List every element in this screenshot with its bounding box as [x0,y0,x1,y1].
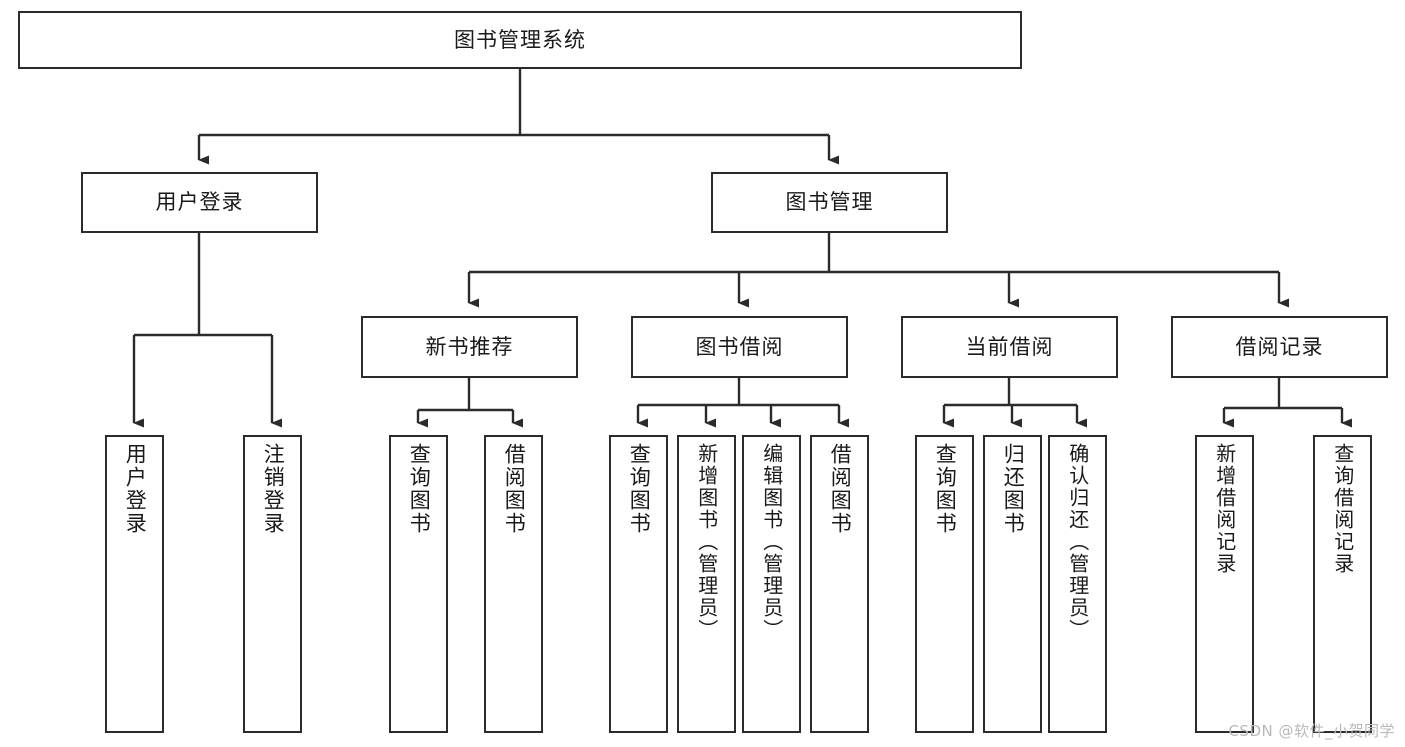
node-current-borrow[interactable]: 当前借阅 [901,316,1118,378]
node-leaf-add-book[interactable]: 新增图书（管理员） [677,435,736,733]
node-leaf-query-book-3-label: 查询图书 [933,443,958,535]
node-leaf-user-logout-label: 注销登录 [261,443,286,535]
node-user-login-label: 用户登录 [155,190,244,215]
node-current-borrow-label: 当前借阅 [965,334,1054,359]
node-leaf-query-book-1[interactable]: 查询图书 [389,435,448,733]
node-borrow-record-label: 借阅记录 [1235,334,1324,359]
csdn-watermark: CSDN @软件_小贺同学 [1228,722,1395,740]
node-root[interactable]: 图书管理系统 [18,11,1022,69]
node-leaf-query-record[interactable]: 查询借阅记录 [1313,435,1372,733]
node-book-borrow[interactable]: 图书借阅 [631,316,848,378]
node-leaf-query-book-2-label: 查询图书 [627,443,652,535]
node-leaf-return-book[interactable]: 归还图书 [983,435,1042,733]
node-leaf-borrow-book-1-label: 借阅图书 [502,443,527,535]
node-book-borrow-label: 图书借阅 [695,334,784,359]
node-leaf-edit-book[interactable]: 编辑图书（管理员） [742,435,801,733]
node-leaf-query-record-label: 查询借阅记录 [1330,443,1355,575]
node-leaf-edit-book-label: 编辑图书（管理员） [759,443,784,641]
node-leaf-user-logout[interactable]: 注销登录 [243,435,302,733]
node-leaf-borrow-book-2-label: 借阅图书 [828,443,853,535]
node-leaf-query-book-1-label: 查询图书 [407,443,432,535]
node-leaf-borrow-book-1[interactable]: 借阅图书 [484,435,543,733]
node-leaf-user-login[interactable]: 用户登录 [105,435,164,733]
node-leaf-user-login-label: 用户登录 [123,443,148,535]
node-leaf-query-book-3[interactable]: 查询图书 [915,435,974,733]
node-leaf-borrow-book-2[interactable]: 借阅图书 [810,435,869,733]
node-leaf-query-book-2[interactable]: 查询图书 [609,435,668,733]
node-new-book-rec-label: 新书推荐 [425,334,514,359]
node-leaf-return-book-label: 归还图书 [1001,443,1026,535]
node-new-book-rec[interactable]: 新书推荐 [361,316,578,378]
node-leaf-confirm-return[interactable]: 确认归还（管理员） [1048,435,1107,733]
node-leaf-add-record-label: 新增借阅记录 [1212,443,1237,575]
node-root-label: 图书管理系统 [454,27,586,52]
node-leaf-add-book-label: 新增图书（管理员） [694,443,719,641]
node-leaf-add-record[interactable]: 新增借阅记录 [1195,435,1254,733]
node-user-login[interactable]: 用户登录 [81,172,318,233]
node-book-manage-label: 图书管理 [785,190,874,215]
node-borrow-record[interactable]: 借阅记录 [1171,316,1388,378]
node-leaf-confirm-return-label: 确认归还（管理员） [1065,443,1090,641]
node-book-manage[interactable]: 图书管理 [711,172,948,233]
